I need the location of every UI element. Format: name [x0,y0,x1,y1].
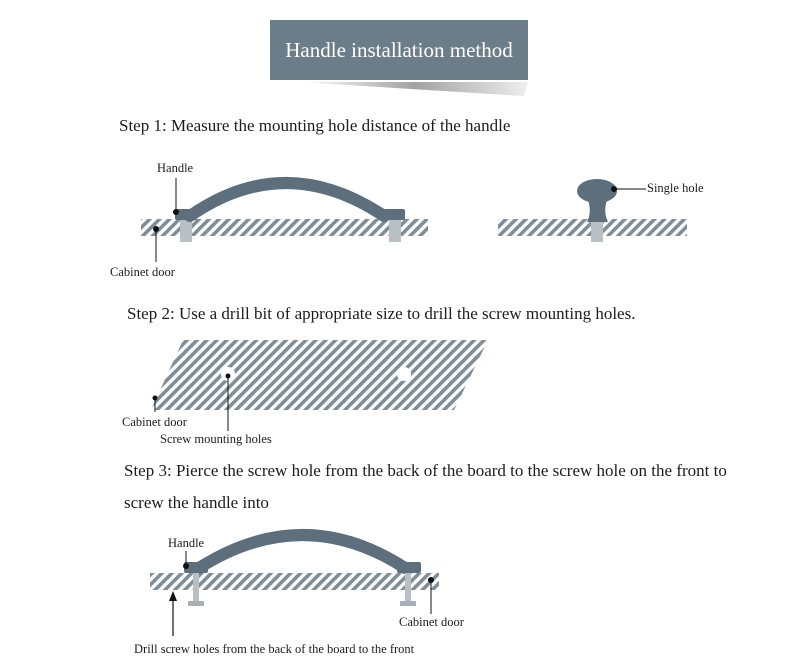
step3-handle-leader-dot [183,563,189,569]
step1-handle-foot-left [175,209,197,220]
step1-door-leader-dot [153,226,159,232]
page-title: Handle installation method [270,20,528,80]
title-shadow [300,82,528,96]
step3-handle-drawing [150,529,439,636]
step1-knob-screw [591,220,603,242]
step2-text: Step 2: Use a drill bit of appropriate s… [127,304,636,323]
step3-drill-arrow-head [169,591,177,601]
step1-cabinet-door-label: Cabinet door [110,265,175,279]
step1-cabinet-door-board [141,219,428,236]
step3-handle-arch [193,529,411,574]
step2-screw-hole-right [397,367,411,381]
step3-cabinet-door-board [150,573,439,590]
step1-text: Step 1: Measure the mounting hole distan… [119,116,511,135]
single-hole-label: Single hole [647,181,704,195]
step3-screw-left-shank [193,573,199,603]
step3-screw-right-head [400,601,416,606]
step1-knob-drawing [498,179,687,242]
step3-handle-label: Handle [168,536,205,550]
step3-text-line1: Step 3: Pierce the screw hole from the b… [124,461,727,480]
step2-cabinet-door-board [151,340,488,410]
step1-handle-leader-dot [173,209,179,215]
step1-handle-drawing [141,177,428,262]
step2-cabinet-door-label: Cabinet door [122,415,187,429]
step1-knob-stem [587,200,608,222]
step3-handle-foot-right [397,562,421,573]
step3-handle-foot-left [184,562,208,573]
step1-screw-left [180,220,192,242]
screw-mounting-holes-label: Screw mounting holes [160,432,272,446]
step1-screw-right [389,220,401,242]
step3-text-line2: screw the handle into [124,493,269,512]
step2-holes-leader-dot [225,373,231,379]
step2-door-leader-dot [152,395,158,401]
step1-knob-head [577,179,617,203]
step3-cabinet-door-label: Cabinet door [399,615,464,629]
step2-board-drawing [151,340,488,431]
step3-screw-left-head [188,601,204,606]
step3-screw-right-shank [405,573,411,603]
step1-handle-arch [184,177,390,222]
step1-handle-foot-right [380,209,405,220]
step1-handle-label: Handle [157,161,194,175]
drill-note-label: Drill screw holes from the back of the b… [134,642,415,656]
